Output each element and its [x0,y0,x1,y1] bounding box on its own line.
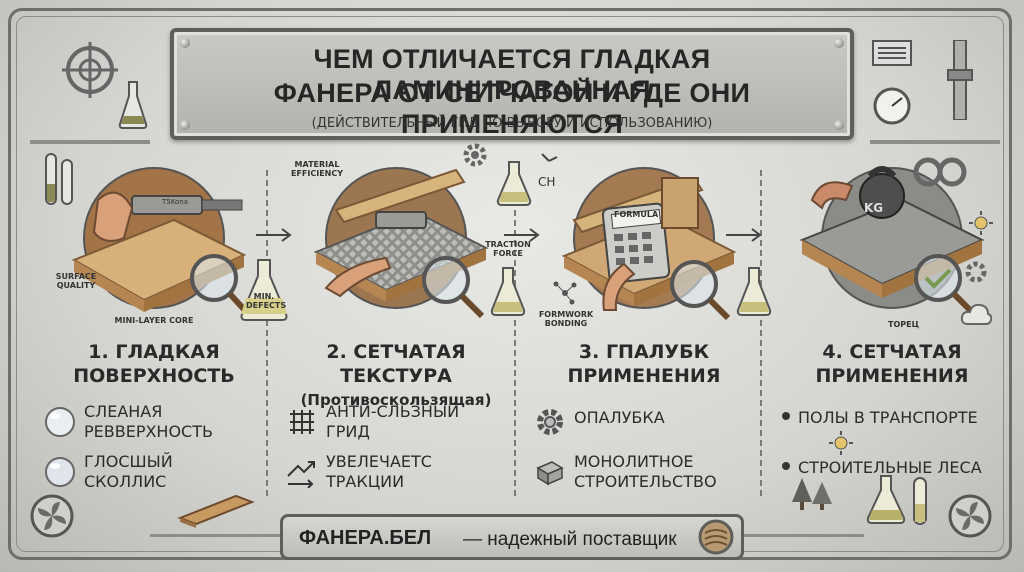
chain-links-icon [913,157,967,187]
sun-icon [829,431,853,455]
footer-tagline: — надежный поставщик [463,529,677,550]
test-tube-icon [45,153,73,205]
traction-force-label: TRACTION FORCE [485,240,531,258]
cloud-icon [960,303,992,325]
step-2-heading-text: 2. СЕТЧАТАЯ ТЕКСТУРА [326,341,466,387]
test-tube-icon [913,477,927,525]
column-divider [514,170,516,500]
list-item: МОНОЛИТНОЕ СТРОИТЕЛЬСТВО [524,450,764,494]
step-4-heading: 4. СЕТЧАТАЯ ПРИМЕНЕНИЯ [815,341,969,387]
column-smooth-surface: T5Kona SURFACE QUALITY MINI-LAYER CORE 1… [34,160,274,500]
torets-label: ТОРЕЦ [888,320,920,329]
rivet [834,120,844,130]
flask-icon [240,259,288,321]
flask-icon [118,81,148,129]
column-mesh-texture: MATERIAL EFFICIENCY 2. СЕТЧАТАЯ ТЕКСТУРА… [276,160,516,500]
page-title-line-2: ФАНЕРА ОТ СЕТЧАТОЙ И ГДЕ ОНИ ПРИМЕНЯЮТСЯ [273,78,751,139]
kg-label: KG [864,201,884,215]
bullet-icon [782,462,790,470]
list-item-text: ГЛОСШЫЙ СКОЛЛИС [84,452,173,491]
list-item-text: УВЕЛЕЧАЕТС ТРАКЦИИ [326,452,432,491]
list-item-text: СТРОИТЕЛЬНЫЕ ЛЕСА [798,458,982,477]
target-gear-icon [62,42,118,98]
arrow-right-icon [726,228,762,242]
pipe-decoration [744,534,864,537]
plywood-medallion-icon [698,519,734,555]
rivet [180,38,190,48]
list-item: УВЕЛЕЧАЕТС ТРАКЦИИ [276,450,516,494]
pipe-decoration [150,534,280,537]
gear-icon [463,143,487,167]
trees-icon [792,478,832,510]
column-divider [266,170,268,500]
concrete-block-icon [536,461,564,486]
list-item-text: МОНОЛИТНОЕ СТРОИТЕЛЬСТВО [574,452,717,491]
list-item: СЛЕАНАЯ РЕВВЕРХНОСТЬ [34,400,274,444]
rivet [180,120,190,130]
molecule-icon [553,281,577,305]
rivet [834,38,844,48]
flask-icon [490,267,526,316]
formwork-illustration [561,167,737,320]
gear-icon [965,261,987,283]
step-2-subheading: (Противоскользящая) [300,391,492,409]
step-1-heading: 1. ГЛАДКАЯ ПОВЕРХНОСТЬ [73,341,235,387]
list-item: СТРОИТЕЛЬНЫЕ ЛЕСА [772,450,1012,494]
ch-label: CH [538,175,556,189]
caliper-label: T5Kona [162,198,188,206]
wood-plank-icon [177,494,255,528]
fan-icon [30,494,74,538]
footer-plate: ФАНЕРА.БЕЛ — надежный поставщик [280,514,744,560]
molecule-icon [541,153,558,162]
bullet-icon [782,412,790,420]
material-efficiency-label: MATERIAL EFFICIENCY [290,160,344,178]
column-divider [760,170,762,500]
glossy-sphere-icon [45,407,75,437]
list-item-text: СЛЕАНАЯ РЕВВЕРХНОСТЬ [84,402,213,441]
pipe-valve-icon [947,40,973,120]
min-defects-label: MIN. DEFECTS [246,292,287,310]
grid-icon [290,410,314,434]
footer-brand: ФАНЕРА.БЕЛ [299,527,432,549]
mesh-plywood-illustration [313,167,489,319]
page-subtitle: (ДЕЙСТВИТЕЛЬНЫЙ ГИД ПО ВЫБОРУ И ИСПОЛЬЗО… [311,116,713,131]
glossy-sphere-icon [45,457,75,487]
flask-icon [496,161,532,206]
trend-arrows-icon [287,461,315,488]
arrow-right-icon [504,228,540,242]
sun-icon [969,211,993,235]
formwork-bonding-label: FORMWORK BONDING [538,310,594,328]
list-item: ОПАЛУБКА [524,400,764,444]
list-item: ПОЛЫ В ТРАНСПОРТЕ [772,400,1012,444]
list-item-text: АНТИ-СЛЬЗНЫЙ ГРИД [326,402,460,441]
column-formwork-applications: FORMULA 3. ГПАЛУБК ПРИМЕНЕНИЯ ОПАЛУБКА М… [524,160,764,500]
flask-icon [866,475,906,524]
mini-layer-core-label: MINI-LAYER CORE [114,316,194,325]
pipe-decoration [30,140,150,144]
page-title-line-1: ЧЕМ ОТЛИЧАЕТСЯ ГЛАДКАЯ ЛАМИНИРОВАННАЯ [313,44,711,105]
title-plate: ЧЕМ ОТЛИЧАЕТСЯ ГЛАДКАЯ ЛАМИНИРОВАННАЯ ФА… [170,28,854,140]
formula-label: FORMULA [614,210,659,219]
flask-icon [736,267,772,316]
list-item: АНТИ-СЛЬЗНЫЙ ГРИД [276,400,516,444]
pressure-gauge-icon [873,87,911,125]
pipe-decoration [870,140,1000,144]
vent-icon [872,40,912,66]
list-item-text: ОПАЛУБКА [574,408,665,427]
gear-icon [537,409,563,435]
arrow-right-icon [256,228,292,242]
smooth-plywood-illustration [71,167,253,319]
fan-icon [948,494,992,538]
step-2-heading: 2. СЕТЧАТАЯ ТЕКСТУРА (Противоскользящая) [276,340,516,412]
surface-quality-label: SURFACE QUALITY [55,272,97,290]
list-item-text: ПОЛЫ В ТРАНСПОРТЕ [798,408,978,427]
step-3-heading: 3. ГПАЛУБК ПРИМЕНЕНИЯ [567,341,721,387]
list-item: ГЛОСШЫЙ СКОЛЛИС [34,450,274,494]
